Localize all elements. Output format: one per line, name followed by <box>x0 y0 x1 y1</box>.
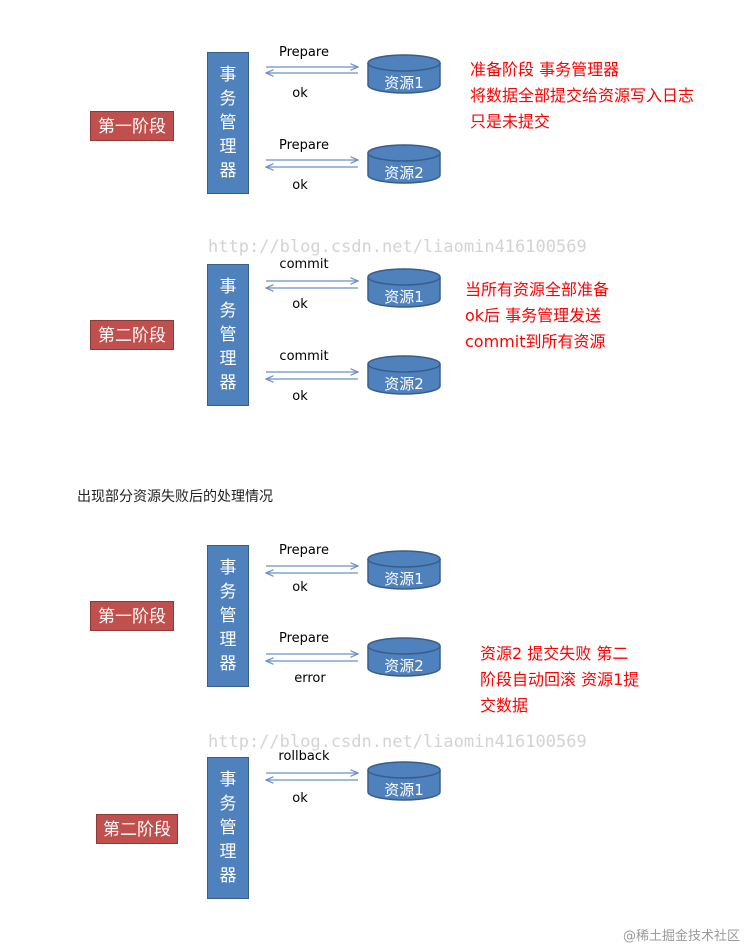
database-icon <box>367 144 441 184</box>
phase-label: 第二阶段 <box>90 320 174 350</box>
transaction-manager-box: 事务管理器 <box>207 757 249 899</box>
watermark: http://blog.csdn.net/liaomin416100569 <box>208 237 587 257</box>
message-label: commit <box>279 349 329 364</box>
message-label: error <box>294 671 326 686</box>
transaction-manager-box: 事务管理器 <box>207 264 249 406</box>
resource-label: 资源1 <box>384 781 424 799</box>
message-label: ok <box>292 297 308 312</box>
resource-label: 资源1 <box>384 570 424 588</box>
message-label: rollback <box>278 749 330 764</box>
failure-note: 资源2 提交失败 第二 阶段自动回滚 资源1提 交数据 <box>480 644 640 715</box>
resource-label: 资源1 <box>384 74 424 92</box>
watermark: http://blog.csdn.net/liaomin416100569 <box>208 732 587 752</box>
manager-label: 事务管理器 <box>219 65 237 181</box>
database-icon <box>367 761 441 801</box>
message-label: Prepare <box>279 543 329 558</box>
message-label: ok <box>292 580 308 595</box>
database-icon <box>367 637 441 677</box>
resource-label: 资源2 <box>384 375 424 393</box>
resource-label: 资源2 <box>384 164 424 182</box>
database-icon <box>367 550 441 590</box>
resource-label: 资源1 <box>384 288 424 306</box>
database-icon <box>367 54 441 94</box>
phase1-note: 准备阶段 事务管理器 将数据全部提交给资源写入日志 只是未提交 <box>470 60 695 131</box>
phase-label: 第二阶段 <box>96 814 178 844</box>
message-label: ok <box>292 389 308 404</box>
section-title: 出现部分资源失败后的处理情况 <box>77 489 273 505</box>
manager-label: 事务管理器 <box>219 770 237 886</box>
phase-label: 第一阶段 <box>90 111 174 141</box>
message-label: Prepare <box>279 45 329 60</box>
transaction-manager-box: 事务管理器 <box>207 52 249 194</box>
message-label: commit <box>279 257 329 272</box>
manager-label: 事务管理器 <box>219 277 237 393</box>
database-icon <box>367 268 441 308</box>
resource-label: 资源2 <box>384 657 424 675</box>
message-label: ok <box>292 86 308 101</box>
message-label: ok <box>292 791 308 806</box>
database-icon <box>367 355 441 395</box>
footer-credit: @稀土掘金技术社区 <box>622 929 740 944</box>
transaction-manager-box: 事务管理器 <box>207 545 249 687</box>
message-label: Prepare <box>279 138 329 153</box>
phase2-note: 当所有资源全部准备 ok后 事务管理发送 commit到所有资源 <box>465 280 610 351</box>
manager-label: 事务管理器 <box>219 558 237 674</box>
message-label: Prepare <box>279 631 329 646</box>
message-label: ok <box>292 178 308 193</box>
phase-label: 第一阶段 <box>90 601 174 631</box>
